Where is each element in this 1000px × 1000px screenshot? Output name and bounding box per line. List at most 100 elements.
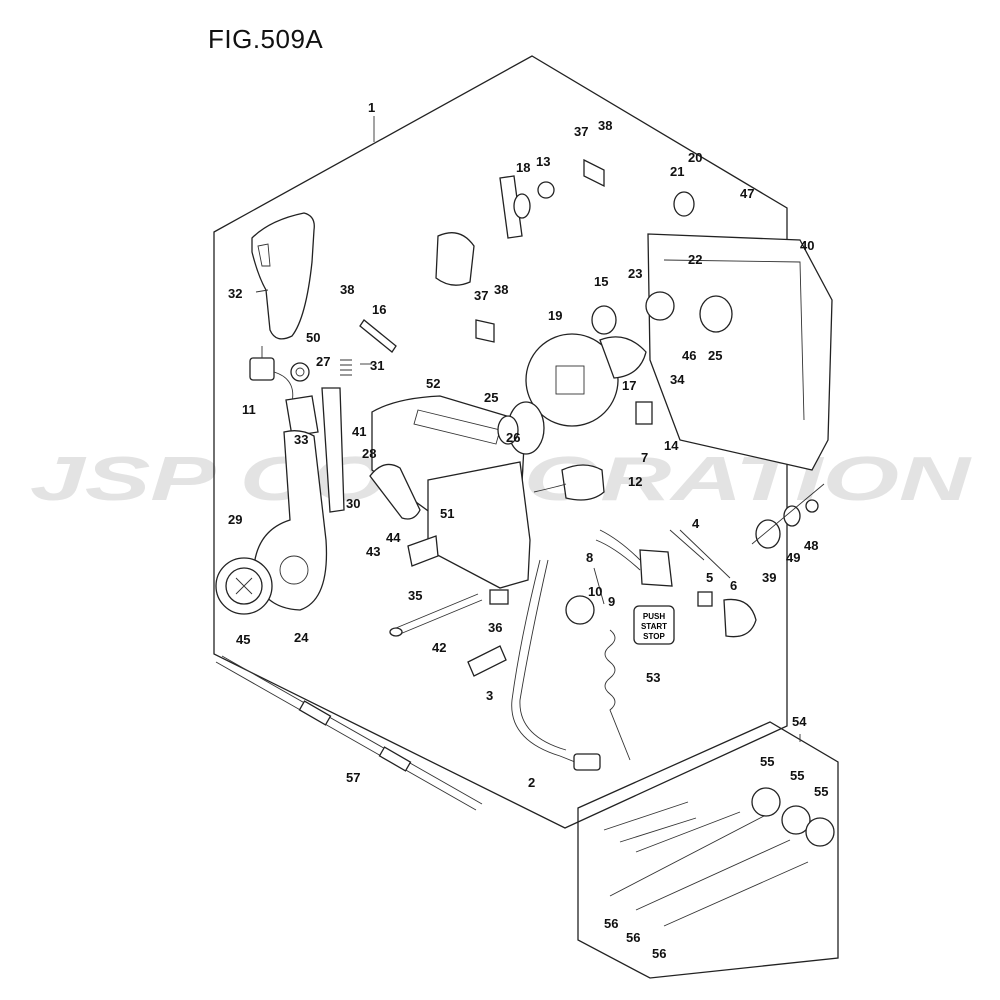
- callout-35: 35: [408, 588, 422, 603]
- callout-48: 48: [804, 538, 818, 553]
- callout-22: 22: [688, 252, 702, 267]
- callout-30: 30: [346, 496, 360, 511]
- part-13-washer: [537, 181, 555, 199]
- part-16-pin: [359, 319, 397, 353]
- part-53-button-decal: PUSH START STOP: [633, 605, 675, 645]
- leader-lines: [255, 116, 825, 742]
- callout-21: 21: [670, 164, 684, 179]
- callout-50: 50: [306, 330, 320, 345]
- callout-37a: 37: [574, 124, 588, 139]
- part-31-spring: [340, 359, 352, 376]
- callout-55a: 55: [760, 754, 774, 769]
- callout-29: 29: [228, 512, 242, 527]
- callout-3: 3: [486, 688, 493, 703]
- part-36-clip: [489, 589, 509, 605]
- callouts: 1 2 3 4 5 6 7 8 9 10 11 12 13 14 15 16 1…: [228, 100, 828, 961]
- callout-26: 26: [506, 430, 520, 445]
- callout-43: 43: [366, 544, 380, 559]
- callout-47: 47: [740, 186, 754, 201]
- part-18-bracket: [499, 175, 531, 239]
- part-11-switch: [249, 346, 294, 411]
- callout-7: 7: [641, 450, 648, 465]
- callout-54: 54: [792, 714, 807, 729]
- callout-17: 17: [622, 378, 636, 393]
- callout-25b: 25: [708, 348, 722, 363]
- decal-line-1: PUSH: [643, 612, 665, 621]
- callout-56a: 56: [604, 916, 618, 931]
- callout-40: 40: [800, 238, 814, 253]
- callout-4: 4: [692, 516, 700, 531]
- callout-20: 20: [688, 150, 702, 165]
- part-20-side-cover: [647, 233, 833, 471]
- part-15-bushing: [591, 305, 617, 335]
- callout-49: 49: [786, 550, 800, 565]
- part-linkage-upper: [435, 232, 475, 286]
- part-10-connector: [565, 595, 595, 625]
- part-27-rod: [321, 387, 345, 513]
- part-37-clip-lower: [475, 319, 495, 343]
- part-26-washer: [497, 401, 545, 455]
- callout-28: 28: [362, 446, 376, 461]
- part-7-switch: [635, 401, 653, 425]
- callout-36: 36: [488, 620, 502, 635]
- callout-24: 24: [294, 630, 309, 645]
- callout-38a: 38: [598, 118, 612, 133]
- callout-5: 5: [706, 570, 713, 585]
- callout-1: 1: [368, 100, 375, 115]
- decal-line-3: STOP: [643, 632, 665, 641]
- callout-46: 46: [682, 348, 696, 363]
- callout-56c: 56: [652, 946, 666, 961]
- part-3-plate: [467, 645, 507, 677]
- callout-10: 10: [588, 584, 602, 599]
- part-12-harness-plug: [533, 464, 605, 501]
- callout-45: 45: [236, 632, 250, 647]
- part-35-bracket: [407, 535, 439, 567]
- callout-34: 34: [670, 372, 685, 387]
- callout-2: 2: [528, 775, 535, 790]
- part-21-bushing: [673, 191, 695, 217]
- part-19-plate: [525, 333, 619, 427]
- part-33-bracket: [285, 395, 319, 437]
- callout-38c: 38: [494, 282, 508, 297]
- part-37-clip-upper: [583, 158, 605, 188]
- part-39-48-49-bushings: [755, 499, 819, 549]
- callout-44: 44: [386, 530, 401, 545]
- part-5-key: [697, 591, 713, 607]
- callout-27: 27: [316, 354, 330, 369]
- part-28-lever: [369, 463, 421, 520]
- part-23-gear: [645, 291, 675, 321]
- part-25-gear-right: [699, 295, 733, 333]
- callout-16: 16: [372, 302, 386, 317]
- callout-41: 41: [352, 424, 366, 439]
- callout-8: 8: [586, 550, 593, 565]
- callout-19: 19: [548, 308, 562, 323]
- callout-25a: 25: [484, 390, 498, 405]
- callout-11: 11: [242, 402, 256, 417]
- assembly-outline: [213, 55, 788, 829]
- part-24-arm: [253, 430, 328, 611]
- part-17-cam: [599, 336, 647, 379]
- part-29-hub: [215, 557, 273, 615]
- part-6-key-cap: [723, 598, 757, 638]
- part-9-lanyard: [604, 629, 631, 761]
- part-50-washer: [290, 362, 310, 382]
- part-51-main-housing: [427, 461, 531, 589]
- callout-37b: 37: [474, 288, 488, 303]
- callout-52: 52: [426, 376, 440, 391]
- callout-57: 57: [346, 770, 360, 785]
- callout-39: 39: [762, 570, 776, 585]
- callout-13: 13: [536, 154, 550, 169]
- callout-32: 32: [228, 286, 242, 301]
- callout-31: 31: [370, 358, 384, 373]
- callout-18: 18: [516, 160, 530, 175]
- callout-38b: 38: [340, 282, 354, 297]
- decal-line-2: START: [641, 622, 667, 631]
- kit-bolts: [603, 801, 809, 927]
- callout-56b: 56: [626, 930, 640, 945]
- callout-14: 14: [664, 438, 679, 453]
- part-4-key-switch: [595, 529, 673, 587]
- callout-12: 12: [628, 474, 642, 489]
- part-57-cable: [215, 655, 483, 811]
- figure-title: FIG.509A: [208, 24, 324, 54]
